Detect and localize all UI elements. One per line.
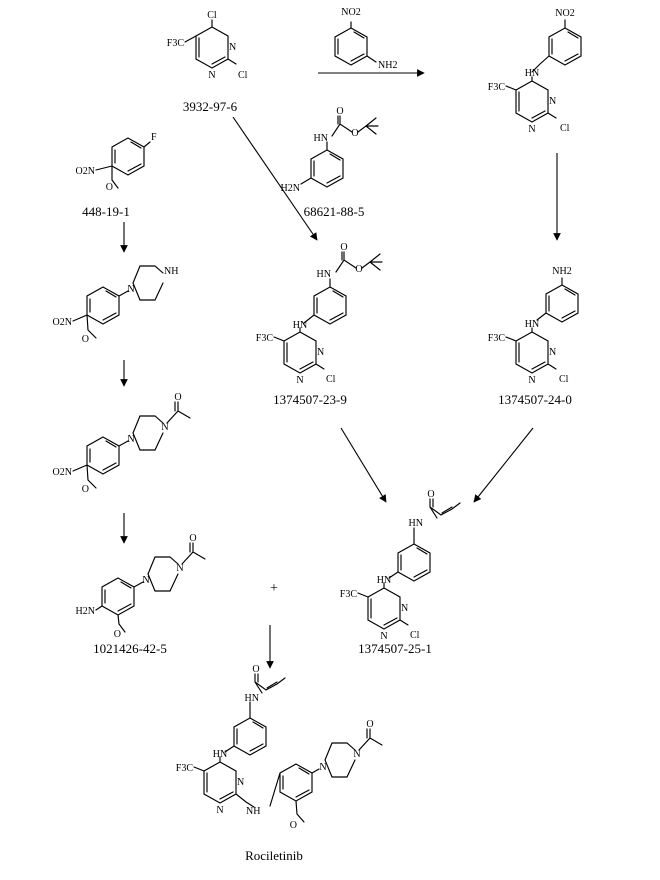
atom-label: N: [176, 563, 183, 574]
atom-label: HN: [293, 320, 307, 331]
compound-label: 1374507-25-1: [358, 641, 432, 656]
atom-label: H2N: [76, 606, 95, 617]
atom-label: N: [237, 777, 244, 788]
atom-label: N: [208, 70, 215, 81]
atom-label: N: [127, 434, 134, 445]
atom-label: O: [366, 719, 373, 730]
compound-label: 1374507-23-9: [273, 392, 347, 407]
compound-label: Rociletinib: [245, 848, 303, 863]
atom-label: HN: [213, 749, 227, 760]
atom-label: N: [549, 96, 556, 107]
atom-label: NH: [246, 806, 260, 817]
atom-label: HN: [525, 68, 539, 79]
arrow-snar-boc-diamine: [232, 116, 318, 241]
atom-label: F3C: [256, 333, 274, 344]
compound-label: 68621-88-5: [304, 204, 365, 219]
atom-label: O: [355, 264, 362, 275]
atom-label: HN: [245, 693, 259, 704]
compound-amine-intermediate: NH2 HN F3C N N Cl 1374507-24-0: [488, 266, 579, 407]
atom-label: O: [340, 242, 347, 253]
atom-label: O: [82, 484, 89, 495]
atom-label: O: [290, 820, 297, 831]
atom-label: F3C: [488, 82, 506, 93]
atom-label: F3C: [340, 589, 358, 600]
atom-label: O: [114, 629, 121, 640]
atom-label: N: [319, 762, 326, 773]
atom-label: N: [127, 284, 134, 295]
atom-label: F3C: [488, 333, 506, 344]
atom-label: O: [252, 664, 259, 675]
atom-label: NH2: [378, 60, 397, 71]
compound-boc-intermediate: O HN O HN F3C N N Cl 1374507-23-9: [256, 242, 383, 407]
compound-dichloropyrimidine: Cl N N Cl F3C 3932-97-6: [167, 10, 248, 114]
atom-label: O: [336, 106, 343, 117]
atom-label: O: [189, 533, 196, 544]
atom-label: N: [528, 124, 535, 135]
atom-label: O: [427, 489, 434, 500]
atom-label: HN: [314, 133, 328, 144]
atom-label: O2N: [53, 467, 72, 478]
atom-label: Cl: [207, 10, 217, 21]
atom-label: NO2: [555, 8, 574, 19]
atom-label: N: [142, 575, 149, 586]
atom-label: N: [216, 805, 223, 816]
reaction-arrows: [120, 69, 561, 669]
atom-label: HN: [525, 319, 539, 330]
atom-label: O: [106, 182, 113, 193]
atom-label: N: [401, 603, 408, 614]
atom-label: N: [229, 42, 236, 53]
atom-label: Cl: [238, 70, 248, 81]
atom-label: O: [174, 392, 181, 403]
atom-label: O: [351, 128, 358, 139]
atom-label: NH2: [552, 266, 571, 277]
atom-label: Cl: [326, 374, 336, 385]
arrow-acrylation: [473, 427, 534, 503]
atom-label: F3C: [167, 38, 185, 49]
atom-label: NO2: [341, 7, 360, 18]
atom-label: F3C: [176, 763, 194, 774]
atom-label: Cl: [410, 630, 420, 641]
atom-label: Cl: [559, 374, 569, 385]
atom-label: N: [353, 749, 360, 760]
atom-label: N: [528, 375, 535, 386]
atom-label: O2N: [76, 166, 95, 177]
compound-label: 1374507-24-0: [498, 392, 572, 407]
compound-rociletinib: O HN HN F3C N N NH N N O O Rociletinib: [176, 664, 383, 863]
atom-label: N: [549, 347, 556, 358]
plus-sign: +: [270, 581, 278, 596]
compound-label: 448-19-1: [82, 204, 130, 219]
atom-label: O2N: [53, 317, 72, 328]
compound-label: 1021426-42-5: [93, 641, 167, 656]
atom-label: N: [380, 631, 387, 642]
atom-label: Cl: [560, 123, 570, 134]
atom-label: N: [296, 375, 303, 386]
atom-label: N: [317, 347, 324, 358]
compound-boc-diamine: O HN O H2N 68621-88-5: [281, 106, 379, 219]
atom-label: NH: [164, 266, 178, 277]
compound-product-nitro: NO2 HN F3C N N Cl: [488, 8, 582, 135]
atom-label: HN: [409, 518, 423, 529]
arrow-boc-deprotection-acylation: [340, 427, 387, 503]
atom-label: HN: [317, 269, 331, 280]
compound-acrylamide-intermediate: O HN HN F3C N N Cl 1374507-25-1: [340, 489, 461, 656]
compound-nitroaniline: NO2 NH2: [334, 7, 397, 71]
compound-acetylpiperazine-nitro: O N N O2N O: [53, 392, 191, 495]
compound-aniline-acetylpiperazine: O N N H2N O 1021426-42-5: [76, 533, 206, 656]
atom-label: F: [151, 132, 157, 143]
compound-fluoronitroanisole: F O2N O 448-19-1: [76, 132, 157, 219]
compound-label: 3932-97-6: [183, 99, 238, 114]
compound-piperazine-nitro: NH N O2N O: [53, 265, 178, 345]
atom-label: HN: [377, 575, 391, 586]
atom-label: O: [82, 334, 89, 345]
atom-label: H2N: [281, 183, 300, 194]
atom-label: N: [161, 422, 168, 433]
